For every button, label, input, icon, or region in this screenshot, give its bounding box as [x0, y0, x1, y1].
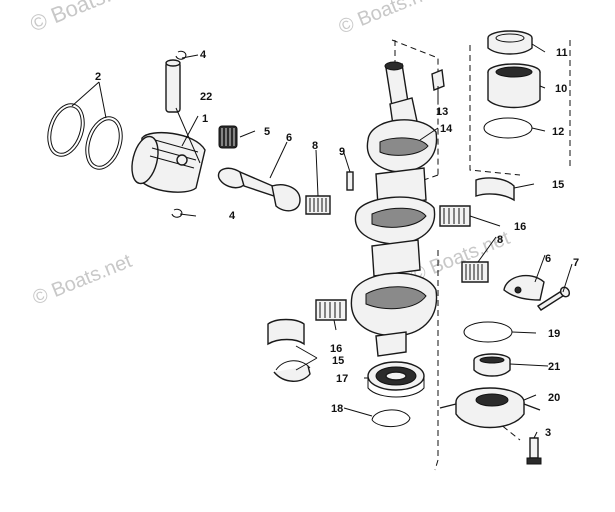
woodruff-key	[431, 69, 445, 91]
bearing-race-half	[267, 318, 305, 346]
housing-screw	[526, 437, 542, 465]
piston-ring	[88, 119, 120, 167]
watermark: © Boats.net	[30, 250, 136, 310]
callout-label: 14	[440, 123, 453, 135]
snap-ring	[371, 409, 411, 427]
callout-label: 16	[514, 221, 526, 233]
upper-roller-bearing	[487, 63, 541, 109]
callout-label: 9	[339, 146, 345, 158]
callout-label: 3	[545, 427, 551, 439]
watermark: © Boats.net	[27, 0, 143, 37]
main-bearing-cage	[439, 205, 471, 227]
bearing-cage	[305, 195, 331, 215]
callout-label: 11	[556, 47, 568, 59]
callout-label: 5	[264, 126, 270, 138]
callout-label: 4	[229, 210, 236, 222]
piston-ring	[50, 106, 82, 154]
connecting-rod	[217, 167, 301, 212]
callout-label: 15	[332, 355, 344, 367]
leader-line	[71, 43, 573, 439]
retaining-ring	[171, 208, 183, 218]
callout-label: 17	[336, 373, 348, 385]
watermark: © Boats.net	[336, 0, 442, 39]
callout-label: 7	[573, 257, 579, 269]
lower-o-ring	[463, 321, 513, 343]
piston-ring	[85, 116, 123, 170]
callout-label: 22	[200, 91, 212, 103]
piston	[131, 131, 206, 193]
callout-label: 6	[286, 132, 292, 144]
bearing-race-half	[475, 177, 515, 202]
callout-label: 13	[436, 106, 448, 118]
callout-label: 8	[312, 140, 318, 152]
callout-label: 4	[200, 49, 207, 61]
callout-label: 2	[95, 71, 101, 83]
upper-o-ring	[483, 117, 533, 139]
callout-label: 15	[552, 179, 564, 191]
callout-label: 6	[545, 253, 551, 265]
bearing-cage	[461, 261, 489, 283]
needle-bearing	[218, 125, 238, 149]
rod-cap-screw	[536, 286, 571, 311]
crankshaft	[350, 61, 438, 357]
lower-seal	[473, 353, 511, 377]
callout-label: 12	[552, 126, 564, 138]
upper-seal	[487, 30, 533, 55]
rod-cap	[503, 274, 545, 301]
bearing-race-half	[273, 360, 311, 382]
callout-label: 18	[331, 403, 343, 415]
callout-label: 19	[548, 328, 560, 340]
callout-label: 21	[548, 361, 560, 373]
callout-label: 10	[555, 83, 567, 95]
callout-label: 16	[330, 343, 342, 355]
callout-label: 8	[497, 234, 503, 246]
lower-bearing-housing	[439, 387, 541, 429]
main-bearing-cage	[315, 299, 347, 321]
dowel-pin	[346, 171, 354, 191]
wrist-pin	[165, 59, 181, 113]
ball-bearing	[367, 361, 425, 398]
callout-label: 20	[548, 392, 560, 404]
retaining-ring	[175, 50, 187, 60]
callout-label: 1	[202, 113, 208, 125]
